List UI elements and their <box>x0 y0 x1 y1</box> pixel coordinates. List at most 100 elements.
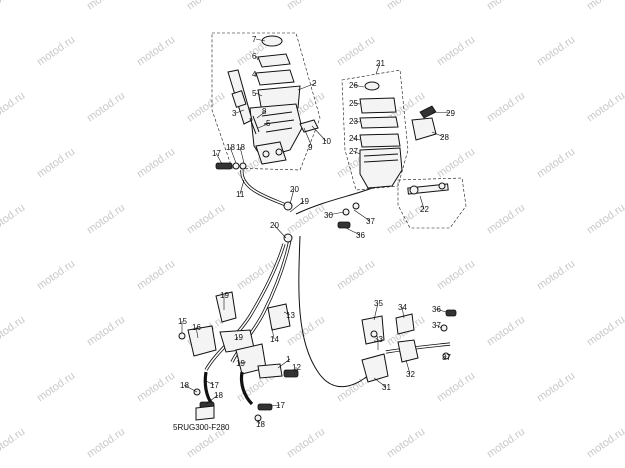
rear-master-cylinder-assembly <box>359 81 449 195</box>
watermark-text: motod.ru <box>0 426 27 461</box>
copper-washer-icon <box>232 162 240 170</box>
reservoir-bracket-icon <box>411 117 437 141</box>
callout-18: 18 <box>180 381 189 390</box>
watermark-text: motod.ru <box>585 202 625 237</box>
watermark-text: motod.ru <box>585 314 625 349</box>
callout-37: 37 <box>442 353 451 362</box>
watermark-text: motod.ru <box>435 34 477 69</box>
callout-11: 11 <box>236 190 245 199</box>
washer-icon <box>370 330 378 338</box>
callout-34: 34 <box>398 303 407 312</box>
watermark-text: motod.ru <box>135 146 177 181</box>
callout-18: 18 <box>236 143 245 152</box>
front-master-cylinder-group-outline <box>211 32 321 171</box>
watermark-text: motod.ru <box>485 314 527 349</box>
callout-leader-line <box>431 111 451 114</box>
callout-leader-line <box>345 227 361 236</box>
union-bolt-icon <box>215 162 233 170</box>
copper-washer-icon <box>440 324 448 332</box>
diaphragm-plate-icon <box>255 69 295 86</box>
watermark-text: motod.ru <box>135 370 177 405</box>
callout-1: 1 <box>286 355 291 364</box>
callout-3: 3 <box>232 109 237 118</box>
brake-joint-icon <box>187 325 217 357</box>
washer-icon <box>178 332 186 340</box>
callout-leader-line <box>431 131 445 138</box>
reservoir-cap-icon <box>359 97 397 114</box>
callout-leader-line <box>255 73 258 78</box>
callout-33: 33 <box>374 335 383 344</box>
callout-5: 5 <box>252 89 257 98</box>
watermark-text: motod.ru <box>285 426 327 461</box>
piston-cup-icon <box>231 90 247 108</box>
copper-washer-icon <box>254 414 262 422</box>
callout-leader-line <box>195 326 199 339</box>
front-master-cylinder-assembly <box>215 35 319 170</box>
diaphragm-icon <box>359 133 401 148</box>
rear-hose-upper <box>295 187 373 215</box>
hose-guide-icon <box>283 233 293 243</box>
callout-10: 10 <box>322 137 331 146</box>
callout-35: 35 <box>374 299 383 308</box>
piston-kit-group-outline <box>397 177 467 229</box>
callout-17: 17 <box>276 401 285 410</box>
clamp-bolt-icon <box>262 150 270 158</box>
copper-washer-icon <box>239 162 247 170</box>
watermark-text: motod.ru <box>485 0 527 12</box>
rear-brake-fittings <box>283 201 457 383</box>
callout-leader-line <box>352 102 361 105</box>
bolt-icon <box>283 369 299 378</box>
callout-leader-line <box>205 394 219 405</box>
clamp-bolt-icon <box>275 148 283 156</box>
watermark-text: motod.ru <box>585 426 625 461</box>
callout-19: 19 <box>236 359 245 368</box>
callout-30: 30 <box>324 211 333 220</box>
callout-5: 5 <box>266 119 271 128</box>
callout-leader-line <box>255 38 266 42</box>
callout-26: 26 <box>349 81 358 90</box>
callout-36: 36 <box>432 305 441 314</box>
union-bolt-icon <box>337 221 351 229</box>
callout-20: 20 <box>290 185 299 194</box>
callout-17: 17 <box>210 381 219 390</box>
callout-leader-line <box>375 62 381 75</box>
union-bolt-icon <box>257 403 273 411</box>
callout-20: 20 <box>270 221 279 230</box>
rear-cylinder-ribs <box>363 153 399 163</box>
watermark-text: motod.ru <box>385 426 427 461</box>
callout-37: 37 <box>432 321 441 330</box>
callout-19: 19 <box>234 333 243 342</box>
watermark-text: motod.ru <box>85 202 127 237</box>
caution-label-icon <box>195 405 215 421</box>
callout-leader-line <box>256 110 267 119</box>
callout-leader-line <box>277 358 291 369</box>
callout-leader-line <box>352 150 361 155</box>
callout-leader-line <box>373 302 379 321</box>
watermark-text: motod.ru <box>535 146 577 181</box>
cap-screw-icon <box>261 35 283 47</box>
watermark-text: motod.ru <box>535 370 577 405</box>
watermark-text: motod.ru <box>35 34 77 69</box>
callout-leader-line <box>239 179 245 195</box>
callout-25: 25 <box>349 99 358 108</box>
watermark-text: motod.ru <box>85 426 127 461</box>
callout-2: 2 <box>312 79 317 88</box>
callout-21: 21 <box>376 59 385 68</box>
callout-leader-line <box>297 82 317 91</box>
watermark-text: motod.ru <box>435 370 477 405</box>
callout-4: 4 <box>252 70 257 79</box>
watermark-text: motod.ru <box>335 34 377 69</box>
rear-master-cylinder-body-icon <box>359 147 403 189</box>
callout-leader-line <box>327 211 345 216</box>
figure-code: 5RUG300-F280 <box>173 423 230 432</box>
hose-holder-icon <box>267 303 291 331</box>
watermark-text: motod.ru <box>535 258 577 293</box>
callout-leader-line <box>311 125 327 142</box>
callout-31: 31 <box>382 383 391 392</box>
watermark-text: motod.ru <box>0 90 27 125</box>
watermark-text: motod.ru <box>485 426 527 461</box>
callout-leader-line <box>289 188 295 205</box>
watermark-text: motod.ru <box>535 34 577 69</box>
